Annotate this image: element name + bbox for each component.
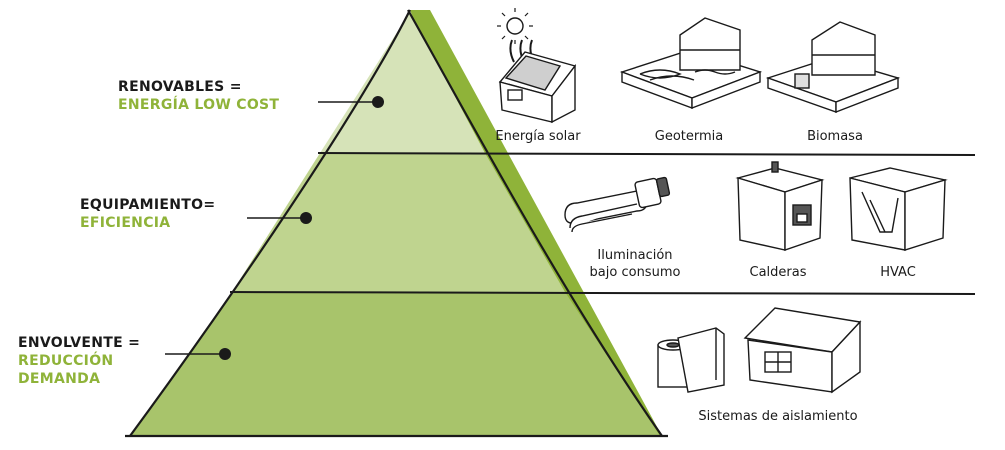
bullet-dot-envolvente: [219, 348, 231, 360]
renovables-subtitle: ENERGÍA LOW COST: [118, 97, 280, 113]
hvac-unit-icon: [849, 167, 948, 251]
envolvente-subtitle-line2: DEMANDA: [18, 371, 101, 387]
pyramid-tier-middle: [232, 153, 565, 292]
divider-line-middle: [229, 291, 976, 295]
pyramid-shadow: [410, 10, 662, 436]
caption-calderas: Calderas: [749, 265, 807, 280]
caption-biomasa: Biomasa: [807, 129, 863, 144]
biomass-house-icon: [765, 21, 901, 114]
envolvente-subtitle-line1: REDUCCIÓN: [18, 353, 114, 369]
caption-energia-solar: Energía solar: [495, 129, 581, 144]
sun-icon: [506, 17, 524, 35]
equipamiento-subtitle: EFICIENCIA: [80, 215, 171, 231]
insulation-house-icon: [657, 307, 862, 394]
label-envolvente: ENVOLVENTE = REDUCCIÓN DEMANDA: [18, 334, 140, 388]
envolvente-title: ENVOLVENTE =: [18, 335, 141, 351]
bullet-dot-equipamiento: [300, 212, 312, 224]
bullet-dot-renovables: [372, 96, 384, 108]
geothermal-house-icon: [619, 17, 763, 110]
label-equipamiento: EQUIPAMIENTO= EFICIENCIA: [80, 196, 215, 232]
caption-hvac: HVAC: [880, 265, 916, 280]
equipamiento-title: EQUIPAMIENTO=: [80, 197, 216, 213]
renovables-title: RENOVABLES =: [118, 79, 242, 95]
boiler-icon: [735, 161, 825, 251]
lightbulb-icon: [564, 176, 671, 233]
caption-sistemas-aislamiento: Sistemas de aislamiento: [698, 409, 858, 424]
pyramid-outline-left: [129, 9, 411, 437]
label-renovables: RENOVABLES = ENERGÍA LOW COST: [118, 78, 279, 114]
pyramid-outline-right: [407, 9, 663, 437]
pyramid-tier-bottom: [130, 292, 660, 436]
caption-geotermia: Geotermia: [654, 129, 724, 144]
caption-iluminacion-line1: Iluminación: [597, 248, 673, 263]
caption-iluminacion-line2: bajo consumo: [589, 265, 681, 280]
caption-iluminacion: Iluminación bajo consumo: [590, 247, 681, 281]
pyramid-tier-top: [320, 12, 485, 153]
solar-house-icon: [497, 8, 577, 124]
divider-line-top: [317, 152, 976, 156]
